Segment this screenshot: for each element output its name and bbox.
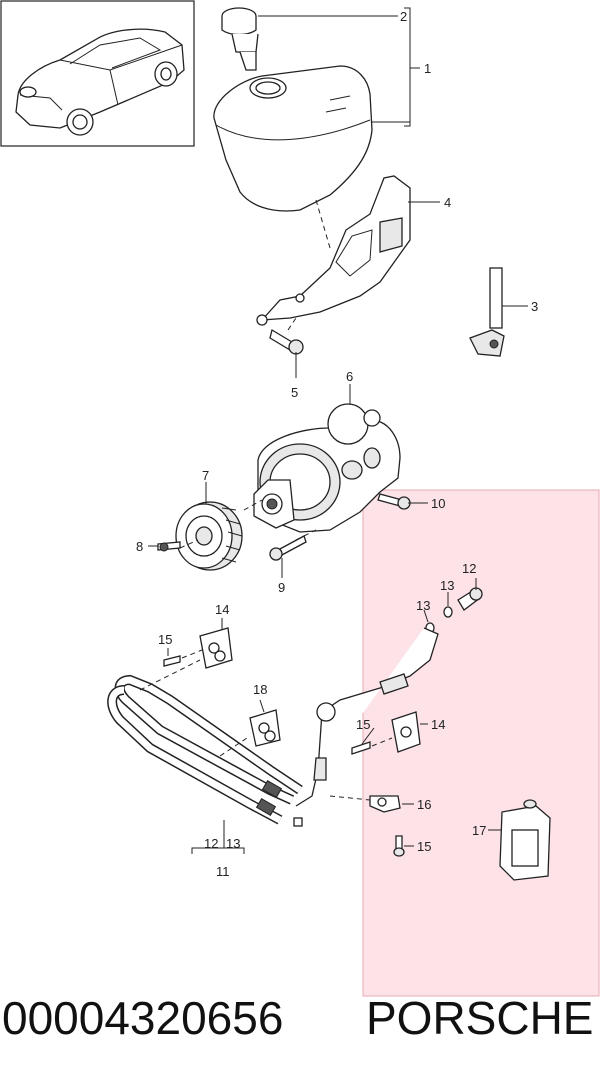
part-13-seal-rings bbox=[425, 606, 453, 634]
part-2-reservoir-cap bbox=[221, 7, 259, 71]
callout-16: 16 bbox=[417, 797, 431, 812]
part-9-screw bbox=[157, 541, 181, 552]
part-14-clamp-upper bbox=[199, 627, 233, 669]
callout-9: 8 bbox=[136, 539, 143, 554]
part-12-union-fitting bbox=[457, 587, 483, 611]
part-4-bracket bbox=[256, 175, 411, 326]
part-18-fluid-can bbox=[499, 799, 551, 881]
callout-8: 7 bbox=[202, 468, 209, 483]
callout-5: 5 bbox=[291, 385, 298, 400]
part-1-reservoir bbox=[213, 65, 373, 212]
pressure-line bbox=[295, 627, 439, 807]
callout-15-upper: 15 bbox=[158, 632, 172, 647]
part-14-clamp-lower bbox=[391, 711, 421, 753]
callout-4: 4 bbox=[444, 195, 451, 210]
part-3-sensor bbox=[469, 267, 505, 357]
callout-18: 17 bbox=[472, 823, 486, 838]
callout-1: 1 bbox=[424, 61, 431, 76]
callout-14-lower: 14 bbox=[431, 717, 445, 732]
callout-6: 6 bbox=[346, 369, 353, 384]
brand-name: PORSCHE bbox=[366, 992, 594, 1044]
callout-12-upper: 12 bbox=[462, 561, 476, 576]
part-6-power-steering-pump bbox=[253, 403, 401, 533]
part-5-bolt bbox=[269, 328, 304, 355]
callout-labels: 2 1 4 3 5 6 7 8 9 10 12 13 13 14 15 18 1… bbox=[136, 9, 538, 879]
callout-13-lower: 13 bbox=[226, 836, 240, 851]
callout-12-lower: 12 bbox=[204, 836, 218, 851]
callout-3: 3 bbox=[531, 299, 538, 314]
callout-15-lower: 15 bbox=[417, 839, 431, 854]
callout-15-middle: 15 bbox=[356, 717, 370, 732]
part-8-pulley bbox=[175, 501, 243, 571]
callout-13-left: 13 bbox=[416, 598, 430, 613]
return-hoses bbox=[107, 674, 303, 827]
callout-11: 11 bbox=[216, 864, 230, 879]
callout-7: 9 bbox=[278, 580, 285, 595]
part-15-screws bbox=[163, 655, 405, 857]
callout-10: 10 bbox=[431, 496, 445, 511]
callout-2: 2 bbox=[400, 9, 407, 24]
leader-lines bbox=[139, 7, 528, 854]
callout-17: 18 bbox=[253, 682, 267, 697]
part-17-clamp bbox=[249, 709, 281, 747]
part-16-clamp bbox=[369, 795, 401, 813]
part-7-bolt bbox=[269, 535, 307, 561]
vehicle-thumbnail bbox=[0, 0, 195, 147]
callout-14-upper: 14 bbox=[215, 602, 229, 617]
part-number: 00004320656 bbox=[2, 992, 284, 1044]
callout-13-upper: 13 bbox=[440, 578, 454, 593]
